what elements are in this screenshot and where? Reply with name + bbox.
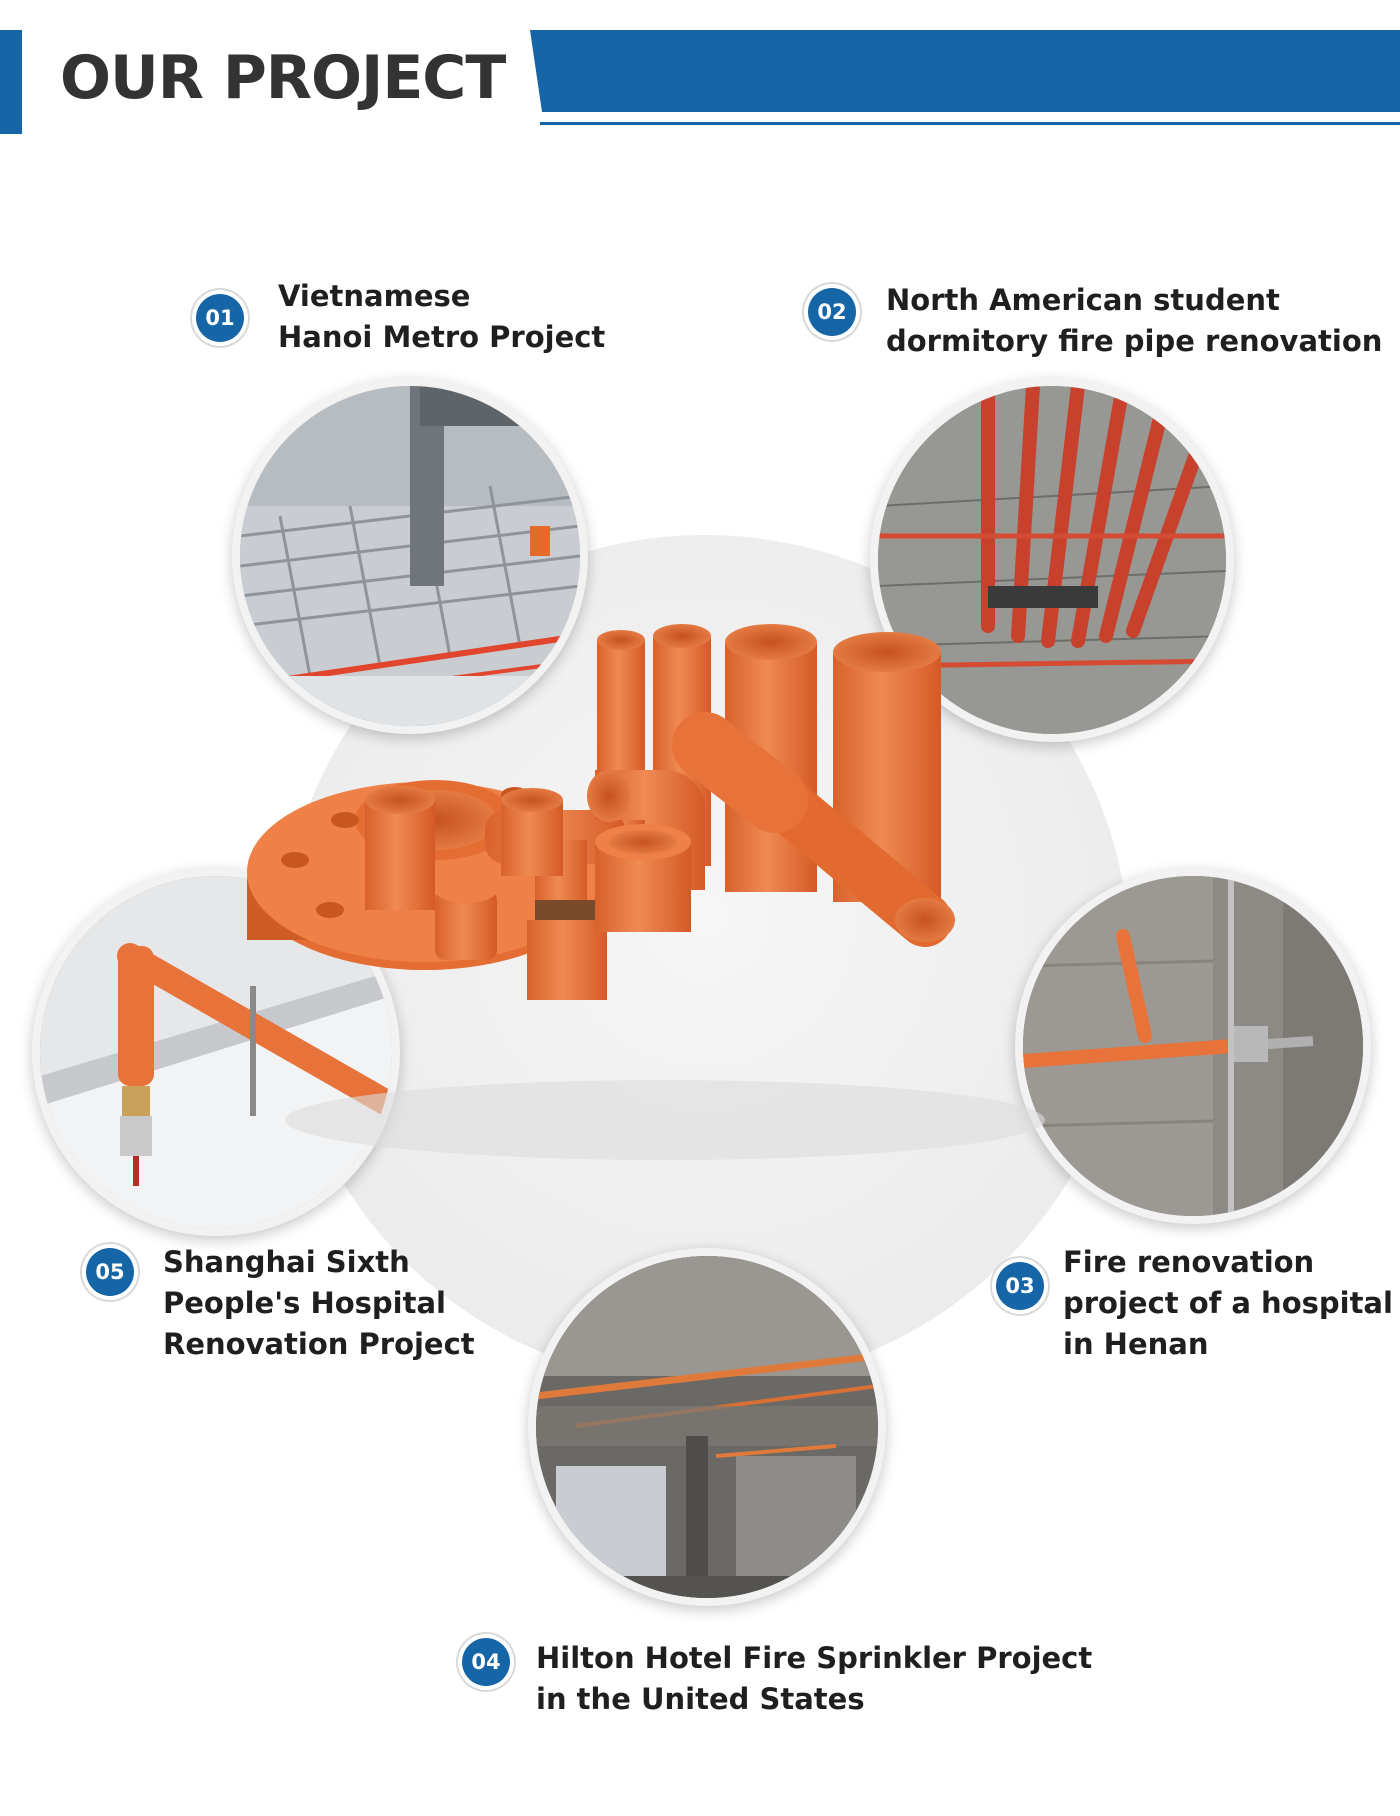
project-title-03-line-3: in Henan: [1063, 1327, 1209, 1361]
project-number-badge-02: 02: [808, 288, 856, 336]
project-number-badge-01: 01: [196, 294, 244, 342]
project-number-badge-04: 04: [462, 1638, 510, 1686]
project-number-badge-05: 05: [86, 1248, 134, 1296]
project-title-02: North American student dormitory fire pi…: [886, 280, 1382, 362]
photo-project-03: [1015, 868, 1371, 1224]
project-title-02-line-2: dormitory fire pipe renovation: [886, 324, 1383, 358]
photo-project-04: [528, 1248, 886, 1606]
project-title-01-line-1: Vietnamese: [278, 279, 471, 313]
project-title-05: Shanghai Sixth People's Hospital Renovat…: [163, 1242, 475, 1365]
header-underline: [540, 122, 1400, 125]
project-title-04: Hilton Hotel Fire Sprinkler Project in t…: [536, 1638, 1092, 1720]
cpvc-fittings-product-image: [235, 620, 1115, 1180]
project-number-badge-03: 03: [996, 1262, 1044, 1310]
project-title-05-line-1: Shanghai Sixth: [163, 1245, 410, 1279]
header-blue-band: [530, 30, 1400, 112]
project-title-05-line-3: Renovation Project: [163, 1327, 475, 1361]
project-title-03: Fire renovation project of a hospital in…: [1063, 1242, 1393, 1365]
project-title-04-line-2: in the United States: [536, 1682, 865, 1716]
project-title-05-line-2: People's Hospital: [163, 1286, 446, 1320]
project-title-03-line-1: Fire renovation: [1063, 1245, 1315, 1279]
page-title: OUR PROJECT: [60, 43, 506, 113]
header-accent-bar: [0, 30, 22, 134]
project-title-03-line-2: project of a hospital: [1063, 1286, 1393, 1320]
project-title-02-line-1: North American student: [886, 283, 1280, 317]
project-title-01-line-2: Hanoi Metro Project: [278, 320, 606, 354]
project-title-04-line-1: Hilton Hotel Fire Sprinkler Project: [536, 1641, 1093, 1675]
project-title-01: Vietnamese Hanoi Metro Project: [278, 276, 605, 358]
photo-project-05: [32, 868, 400, 1236]
